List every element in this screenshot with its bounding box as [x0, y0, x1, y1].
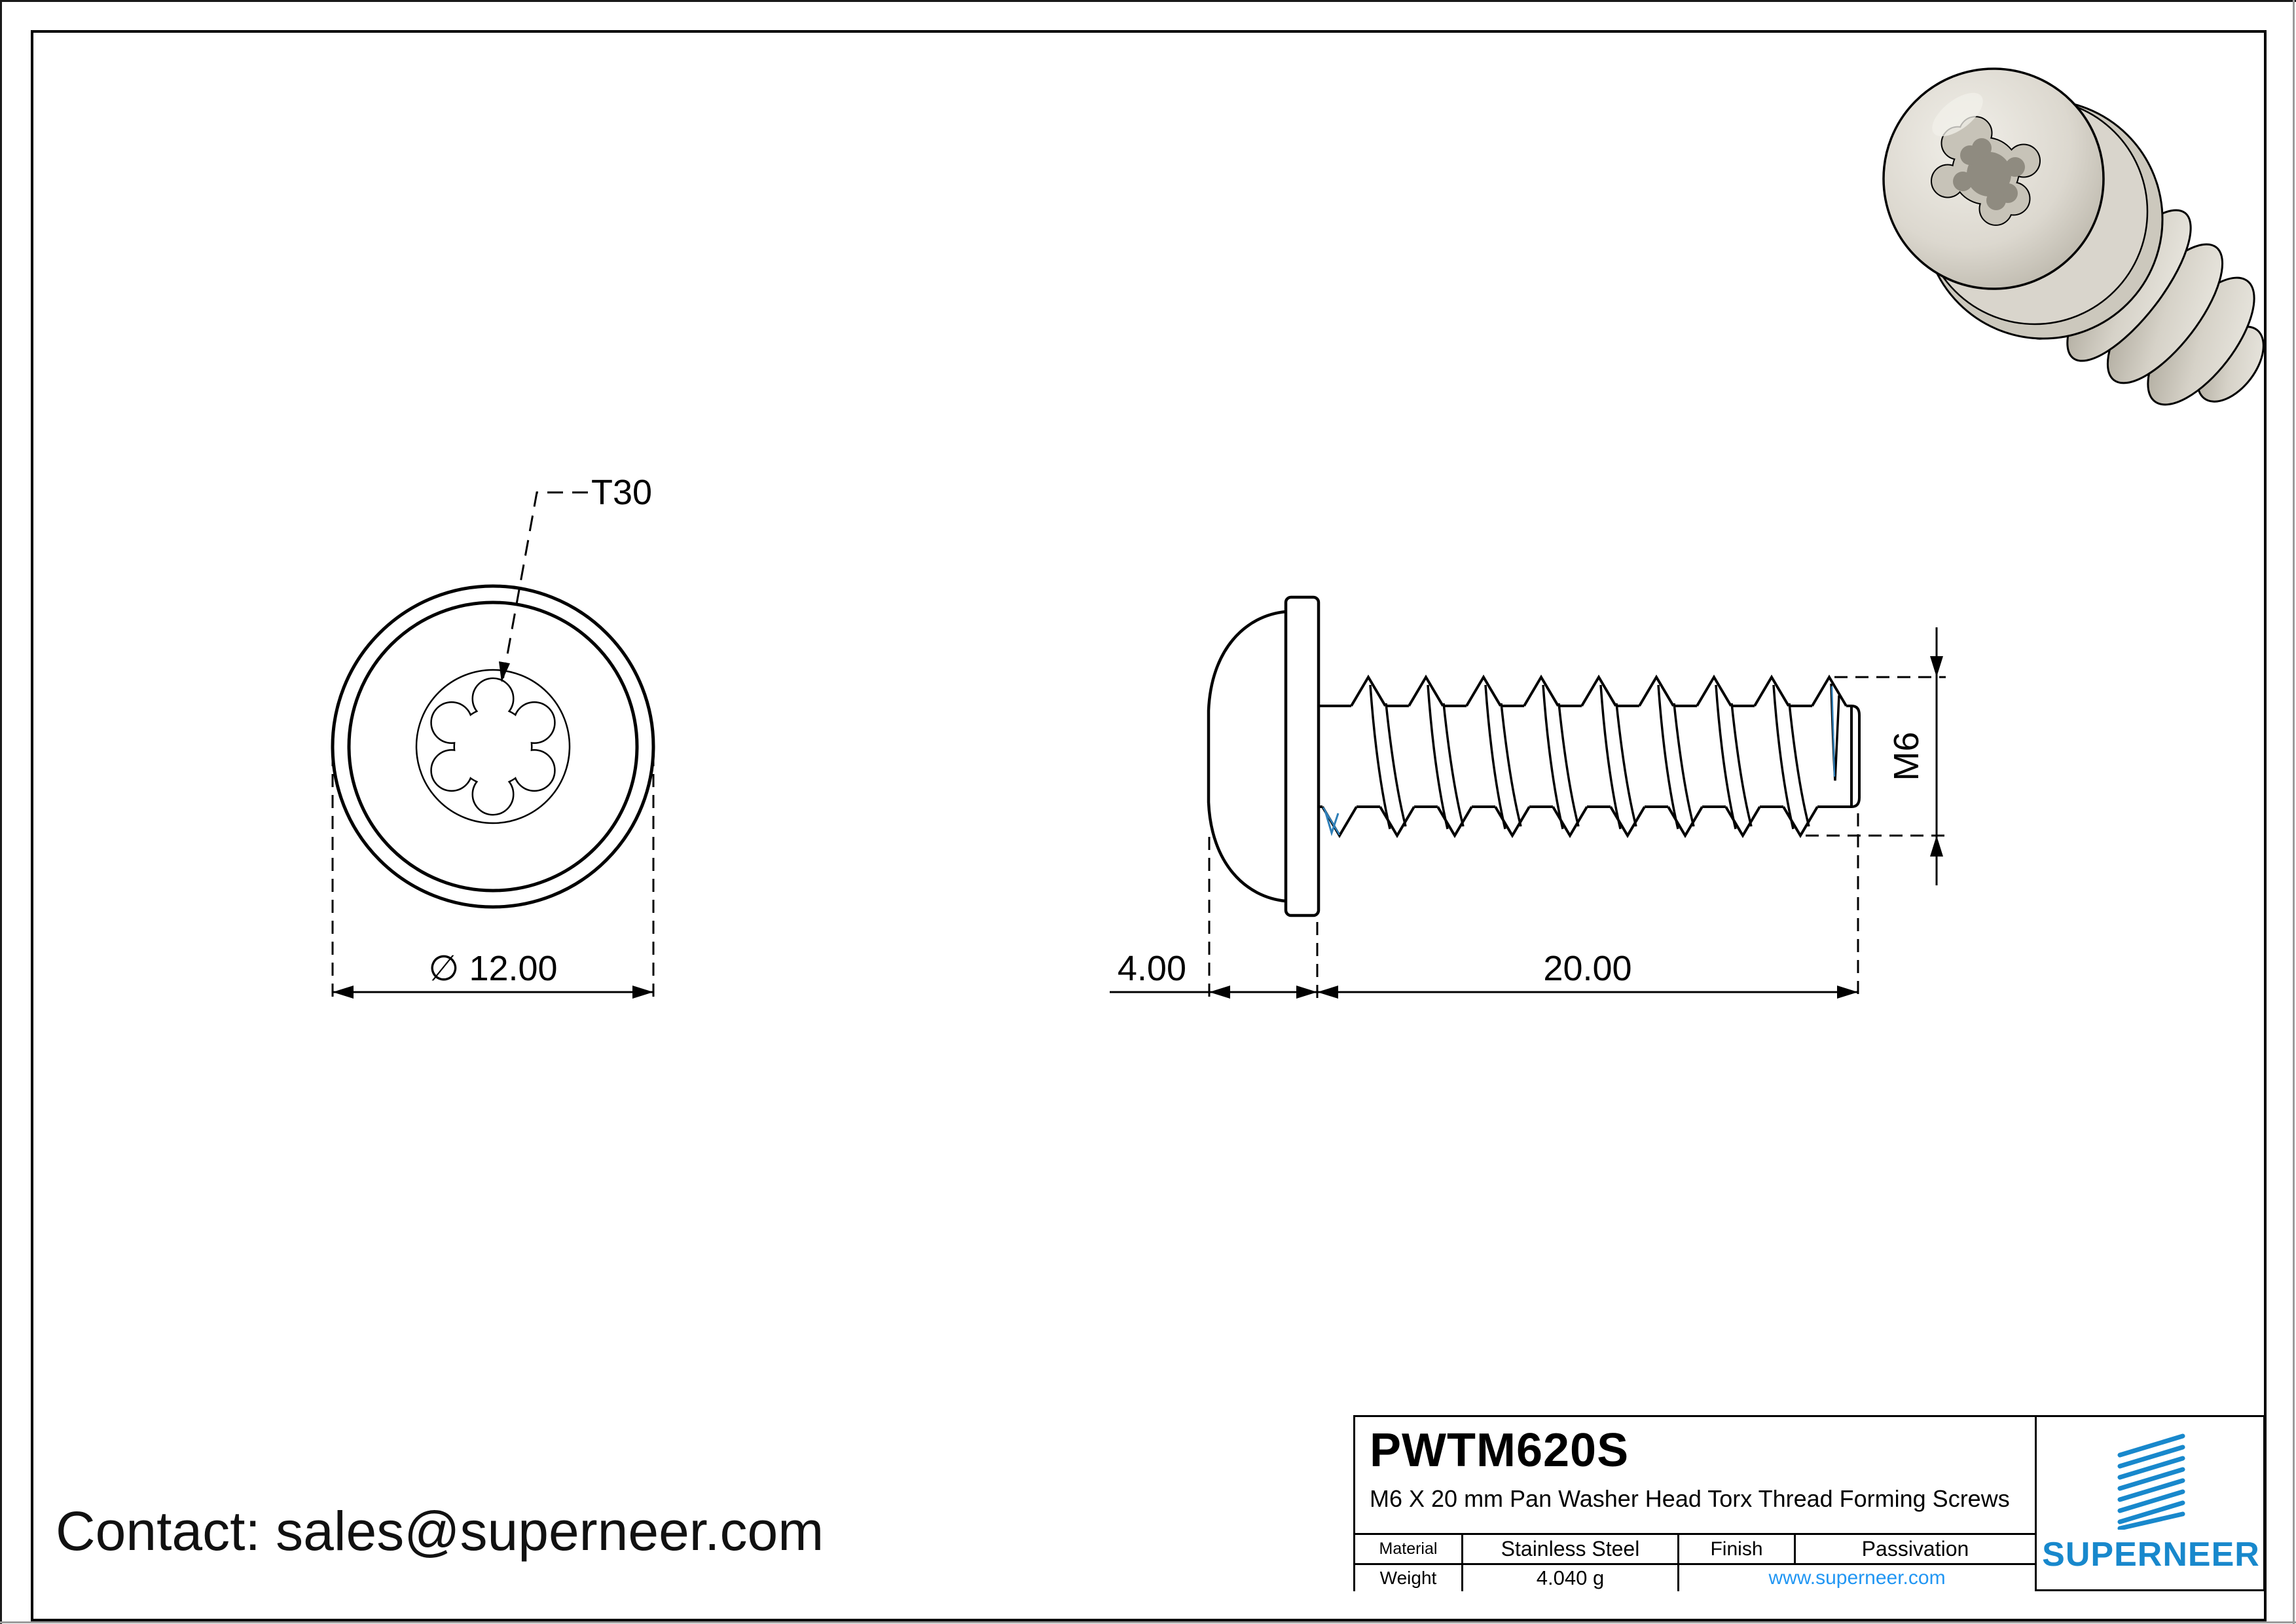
brand-logo-icon: [2117, 1433, 2185, 1530]
pan-head-profile: [1207, 610, 1286, 903]
finish-label: Finish: [1679, 1533, 1796, 1563]
website-link: www.superneer.com: [1679, 1563, 2037, 1591]
weight-label: Weight: [1355, 1563, 1463, 1591]
material-value: Stainless Steel: [1463, 1533, 1679, 1563]
length-dimensions: [1110, 813, 1859, 1001]
thread-profile: [1319, 674, 1848, 838]
part-description: M6 X 20 mm Pan Washer Head Torx Thread F…: [1370, 1485, 2010, 1512]
torx-leader: [501, 491, 588, 680]
screw-3d-render: [1882, 67, 2265, 406]
brand-name: SUPERNEER: [2042, 1536, 2260, 1574]
finish-value: Passivation: [1796, 1533, 2037, 1563]
page-edge-left: [0, 0, 2, 1624]
page-edge-right: [2293, 0, 2295, 1624]
thread-length-label: 20.00: [1543, 949, 1631, 988]
contact-line: Contact: sales@superneer.com: [56, 1500, 824, 1562]
head-diameter-label: ∅ 12.00: [428, 949, 557, 988]
screw-tip: [1846, 705, 1861, 808]
weight-value: 4.040 g: [1463, 1563, 1679, 1591]
page-edge-bottom: [0, 1621, 2296, 1623]
washer-outline-circle: [331, 584, 655, 909]
page-edge-top: [0, 0, 2296, 2]
brand-logo: SUPERNEER: [2037, 1417, 2265, 1589]
washer-flange: [1284, 595, 1321, 917]
sheet-frame: [31, 30, 2267, 1621]
leader-arrowhead: [499, 661, 510, 682]
material-label: Material: [1355, 1533, 1463, 1563]
top-view-drawing: [331, 491, 655, 1001]
side-view-drawing: [1110, 595, 1946, 1001]
thread-size-label: M6: [1887, 731, 1926, 781]
title-block: PWTM620S M6 X 20 mm Pan Washer Head Torx…: [1353, 1415, 2265, 1591]
title-block-header: PWTM620S M6 X 20 mm Pan Washer Head Torx…: [1355, 1417, 2037, 1533]
diameter-dimension: [331, 753, 655, 1001]
head-height-label: 4.00: [1118, 949, 1186, 988]
torx-size-label: T30: [591, 473, 652, 512]
part-number: PWTM620S: [1370, 1424, 1630, 1477]
pan-head-circle: [347, 600, 639, 893]
torx-recess-circle: [415, 669, 571, 824]
